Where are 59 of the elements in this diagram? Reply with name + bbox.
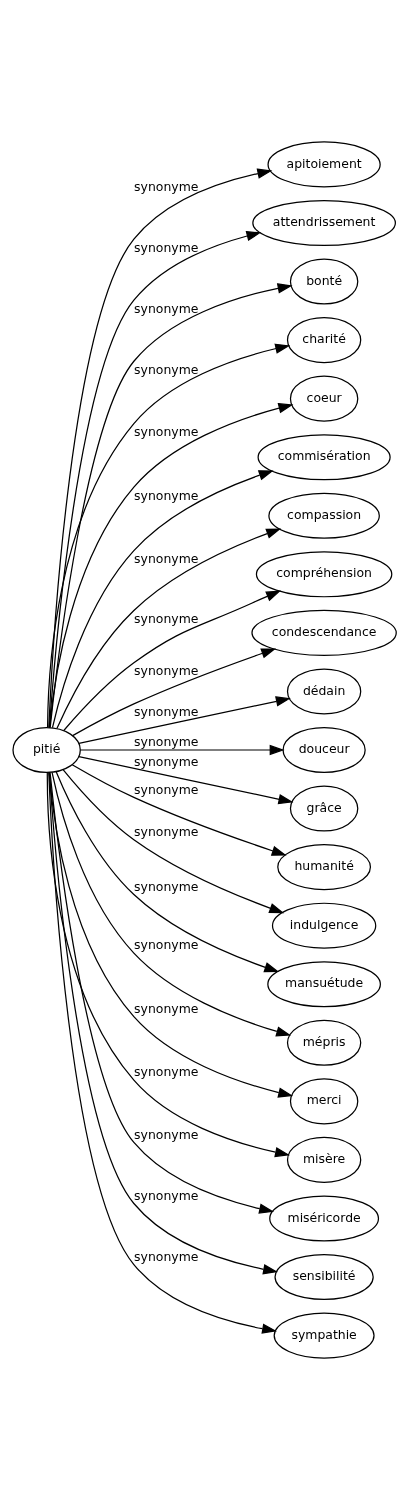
arrow bbox=[46, 771, 290, 1157]
edge-label: synonyme bbox=[134, 610, 199, 626]
node-ellipse: douceur bbox=[282, 726, 366, 773]
node-ellipse: apitoiement bbox=[267, 140, 381, 187]
edge-label: synonyme bbox=[134, 300, 199, 316]
edge-label: synonyme bbox=[134, 753, 199, 769]
node-ellipse: sensibilité bbox=[274, 1253, 374, 1300]
edge-label: synonyme bbox=[134, 1248, 199, 1264]
edge-label: synonyme bbox=[134, 936, 199, 952]
arrow bbox=[72, 647, 277, 736]
arrow bbox=[79, 744, 285, 755]
edge-label: synonyme bbox=[134, 703, 199, 719]
arrow bbox=[48, 402, 294, 728]
node-ellipse: compassion bbox=[268, 492, 380, 539]
edge-label: synonyme bbox=[134, 550, 199, 566]
node-ellipse: dédain bbox=[286, 667, 362, 714]
arrow bbox=[71, 763, 287, 856]
arrow bbox=[56, 528, 282, 729]
edge-label: synonyme bbox=[134, 1063, 199, 1079]
arrow bbox=[78, 695, 291, 744]
arrow bbox=[48, 771, 294, 1098]
node-ellipse: bonté bbox=[289, 257, 359, 305]
edge-label: synonyme bbox=[134, 878, 199, 894]
node-ellipse: attendrissement bbox=[252, 199, 396, 246]
arrow bbox=[55, 770, 280, 972]
node-ellipse: charité bbox=[286, 316, 362, 363]
arrow bbox=[63, 590, 282, 731]
node-ellipse: mansuétude bbox=[267, 960, 381, 1007]
node-ellipse: humanité bbox=[277, 843, 372, 890]
node-ellipse: merci bbox=[289, 1077, 359, 1124]
edge-label: synonyme bbox=[134, 423, 199, 439]
arrow bbox=[78, 755, 294, 804]
edge-label: synonyme bbox=[134, 781, 199, 797]
arrow bbox=[48, 167, 273, 728]
edge-label: synonyme bbox=[134, 178, 199, 194]
node-ellipse: miséricorde bbox=[269, 1194, 380, 1242]
edge-label: synonyme bbox=[134, 662, 199, 678]
node-ellipse: compréhension bbox=[255, 550, 393, 597]
edge-label: synonyme bbox=[134, 1187, 199, 1203]
node-ellipse: mépris bbox=[286, 1019, 362, 1066]
node-ellipse: misère bbox=[286, 1136, 362, 1183]
arrow bbox=[51, 469, 274, 728]
node-ellipse: pitié bbox=[12, 726, 81, 773]
edge-label: synonyme bbox=[134, 239, 199, 255]
edge-label: synonyme bbox=[134, 361, 199, 377]
edge-label: synonyme bbox=[134, 733, 199, 749]
node-ellipse: coeur bbox=[289, 375, 359, 422]
arrow bbox=[49, 282, 293, 728]
edge-label: synonyme bbox=[134, 823, 199, 839]
arrow bbox=[51, 771, 292, 1036]
arrow bbox=[62, 768, 285, 913]
edge-label: synonyme bbox=[134, 1000, 199, 1016]
node-ellipse: grâce bbox=[289, 785, 359, 832]
edge-label: synonyme bbox=[134, 1126, 199, 1142]
edge-label: synonyme bbox=[134, 487, 199, 503]
node-ellipse: indulgence bbox=[271, 902, 377, 949]
arrow bbox=[48, 230, 262, 728]
node-ellipse: sympathie bbox=[273, 1312, 375, 1359]
arrow bbox=[46, 343, 291, 728]
